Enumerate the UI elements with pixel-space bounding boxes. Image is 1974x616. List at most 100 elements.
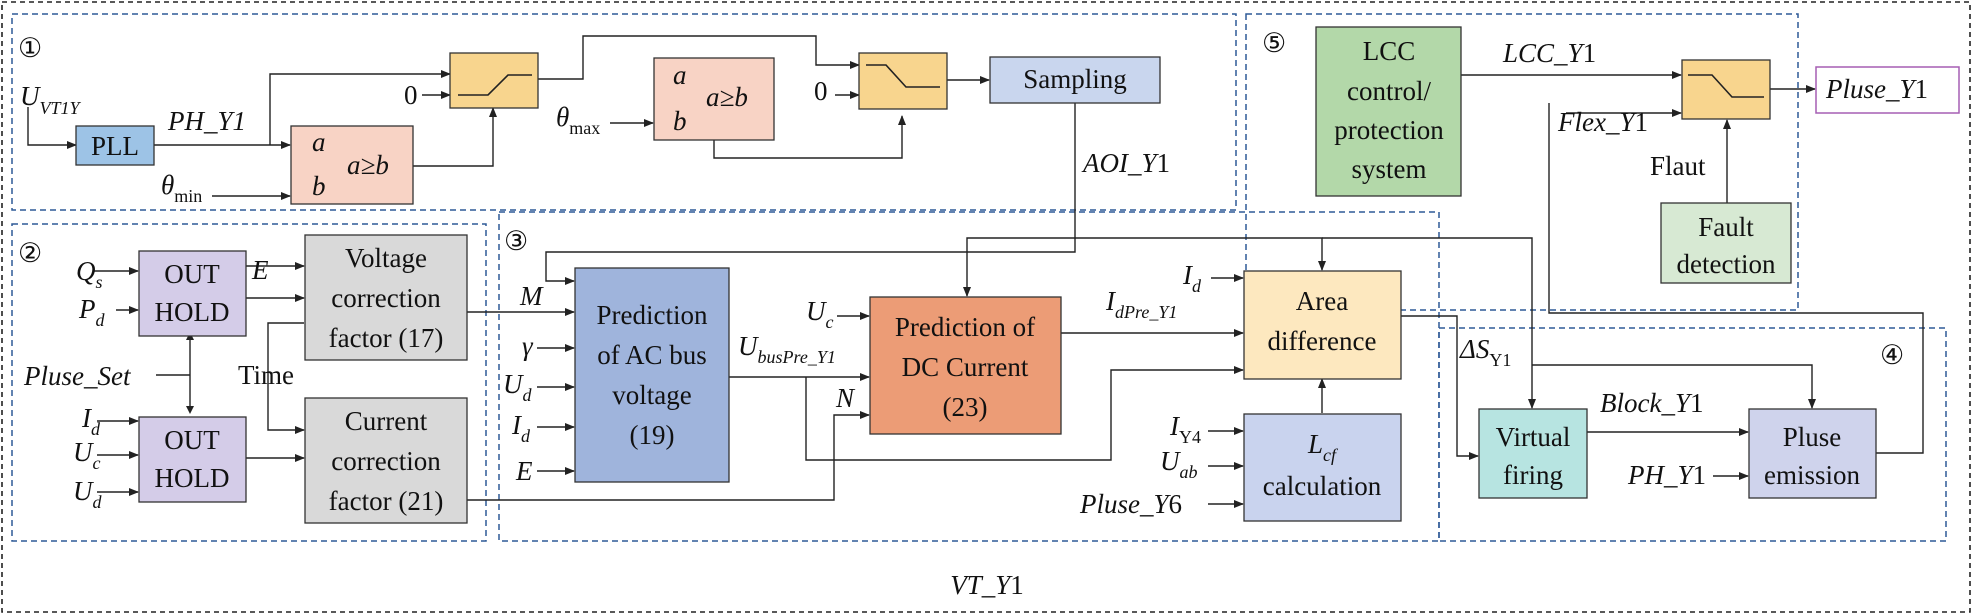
switch-2-symbol bbox=[866, 64, 940, 88]
current-correction-line-2: correction bbox=[331, 446, 441, 476]
switch-3-symbol bbox=[1688, 74, 1764, 98]
lcc-y1-label: LCC_Y1 bbox=[1502, 38, 1596, 68]
prediction-dc-line-3: (23) bbox=[943, 392, 988, 422]
section-1-label: ① bbox=[18, 33, 42, 63]
i-dpre-label: IdPre_Y1 bbox=[1105, 286, 1177, 322]
switch-2 bbox=[858, 52, 948, 110]
qs-label: Qs bbox=[76, 256, 103, 292]
out-hold-1-line-2: HOLD bbox=[155, 297, 230, 327]
wires bbox=[27, 35, 1924, 508]
gamma-label: γ bbox=[522, 331, 534, 361]
current-correction-block bbox=[304, 397, 468, 524]
u-vt1y-label: UVT1Y bbox=[20, 81, 82, 118]
comparator-1-ge: a≥b bbox=[347, 150, 389, 180]
zero-1-label: 0 bbox=[404, 80, 418, 110]
out-hold-2-line-1: OUT bbox=[164, 425, 220, 455]
prediction-dc-line-2: DC Current bbox=[902, 352, 1029, 382]
lcf-calculation-label: calculation bbox=[1263, 471, 1382, 501]
pluse-emission-line-1: Pluse bbox=[1783, 422, 1842, 452]
section-5-frame bbox=[1245, 13, 1799, 311]
prediction-ac-line-2: of AC bus bbox=[597, 340, 707, 370]
pd-label: Pd bbox=[78, 294, 106, 330]
frame-label: VT_Y1 bbox=[950, 570, 1024, 600]
switch-1-symbol bbox=[458, 74, 532, 96]
id-label-2: Id bbox=[81, 403, 101, 439]
uc-label-2: Uc bbox=[73, 437, 101, 473]
pll-label: PLL bbox=[91, 131, 139, 161]
uc-label-3: Uc bbox=[806, 296, 834, 332]
pluse-set-label: Pluse_Set bbox=[23, 361, 132, 391]
voltage-correction-block bbox=[304, 234, 468, 361]
delta-s-label: ΔSY1 bbox=[1459, 334, 1511, 370]
current-correction-line-1: Current bbox=[345, 406, 428, 436]
lcc-line-3: protection bbox=[1334, 115, 1444, 145]
area-difference-line-1: Area bbox=[1296, 286, 1348, 316]
virtual-firing-line-2: firing bbox=[1503, 460, 1563, 490]
out-hold-2-line-2: HOLD bbox=[155, 463, 230, 493]
section-4-frame bbox=[1438, 327, 1947, 542]
lcf-calculation-block bbox=[1243, 413, 1402, 522]
prediction-ac-line-1: Prediction bbox=[597, 300, 708, 330]
prediction-dc-block bbox=[869, 296, 1062, 435]
fault-detection-block bbox=[1660, 202, 1792, 284]
i-y4-label: IY4 bbox=[1169, 411, 1201, 447]
comparator-2-a: a bbox=[673, 60, 687, 90]
sampling-block bbox=[989, 56, 1161, 104]
voltage-correction-line-3: factor (17) bbox=[329, 323, 444, 353]
flaut-label: Flaut bbox=[1650, 151, 1706, 181]
prediction-dc-line-1: Prediction of bbox=[895, 312, 1035, 342]
ud-label-3: Ud bbox=[503, 369, 533, 405]
voltage-correction-line-1: Voltage bbox=[345, 243, 427, 273]
flex-y1-label: Flex_Y1 bbox=[1557, 107, 1648, 137]
sampling-label: Sampling bbox=[1023, 64, 1127, 94]
block-y1-label: Block_Y1 bbox=[1600, 388, 1703, 418]
ph-y1-label: PH_Y1 bbox=[1627, 460, 1706, 490]
pluse-y6-label: Pluse_Y6 bbox=[1079, 489, 1182, 519]
e-label-2: E bbox=[251, 255, 269, 285]
lcc-line-2: control/ bbox=[1347, 76, 1431, 106]
pluse-emission-block bbox=[1748, 408, 1877, 499]
out-hold-1-line-1: OUT bbox=[164, 259, 220, 289]
area-difference-block bbox=[1243, 270, 1402, 380]
comparator-1-b: b bbox=[312, 171, 326, 201]
switch-1 bbox=[449, 52, 539, 109]
section-2-label: ② bbox=[18, 238, 42, 268]
comparator-2-ge: a≥b bbox=[706, 82, 748, 112]
virtual-firing-block bbox=[1478, 408, 1588, 499]
ph-y1-top-label: PH_Y1 bbox=[167, 106, 246, 136]
aoi-y1-label: AOI_Y1 bbox=[1081, 148, 1170, 178]
lcf-symbol: Lcf bbox=[1307, 429, 1339, 465]
ud-label-2: Ud bbox=[73, 476, 103, 512]
voltage-correction-line-2: correction bbox=[331, 283, 441, 313]
section-1-frame bbox=[11, 13, 1237, 211]
id-label-3: Id bbox=[511, 410, 531, 446]
section-2-frame bbox=[11, 223, 487, 542]
e-label-3: E bbox=[515, 456, 533, 486]
section-3-label: ③ bbox=[504, 226, 528, 256]
comparator-2-b: b bbox=[673, 106, 687, 136]
lcc-line-4: system bbox=[1351, 154, 1426, 184]
comparator-1 bbox=[290, 125, 414, 205]
section-5-label: ⑤ bbox=[1262, 28, 1286, 58]
fault-line-1: Fault bbox=[1698, 212, 1754, 242]
id-label-area: Id bbox=[1182, 260, 1202, 296]
pll-block bbox=[75, 125, 155, 166]
out-hold-1-block bbox=[138, 250, 247, 337]
area-difference-line-2: difference bbox=[1268, 326, 1377, 356]
theta-max-label: θmax bbox=[556, 102, 600, 138]
lcc-control-block bbox=[1315, 26, 1462, 197]
time-label: Time bbox=[238, 360, 294, 390]
n-label: N bbox=[835, 383, 856, 413]
prediction-ac-line-3: voltage bbox=[612, 380, 691, 410]
prediction-ac-block bbox=[574, 267, 730, 483]
zero-2-label: 0 bbox=[814, 76, 828, 106]
prediction-ac-line-4: (19) bbox=[630, 420, 675, 450]
output-block bbox=[1815, 66, 1960, 114]
u-ab-label: Uab bbox=[1160, 446, 1198, 482]
u-bus-label: UbusPre_Y1 bbox=[738, 331, 836, 367]
comparator-2 bbox=[653, 57, 775, 141]
pluse-emission-line-2: emission bbox=[1764, 460, 1861, 490]
out-hold-2-block bbox=[138, 416, 247, 503]
section-4-label: ④ bbox=[1880, 340, 1904, 370]
